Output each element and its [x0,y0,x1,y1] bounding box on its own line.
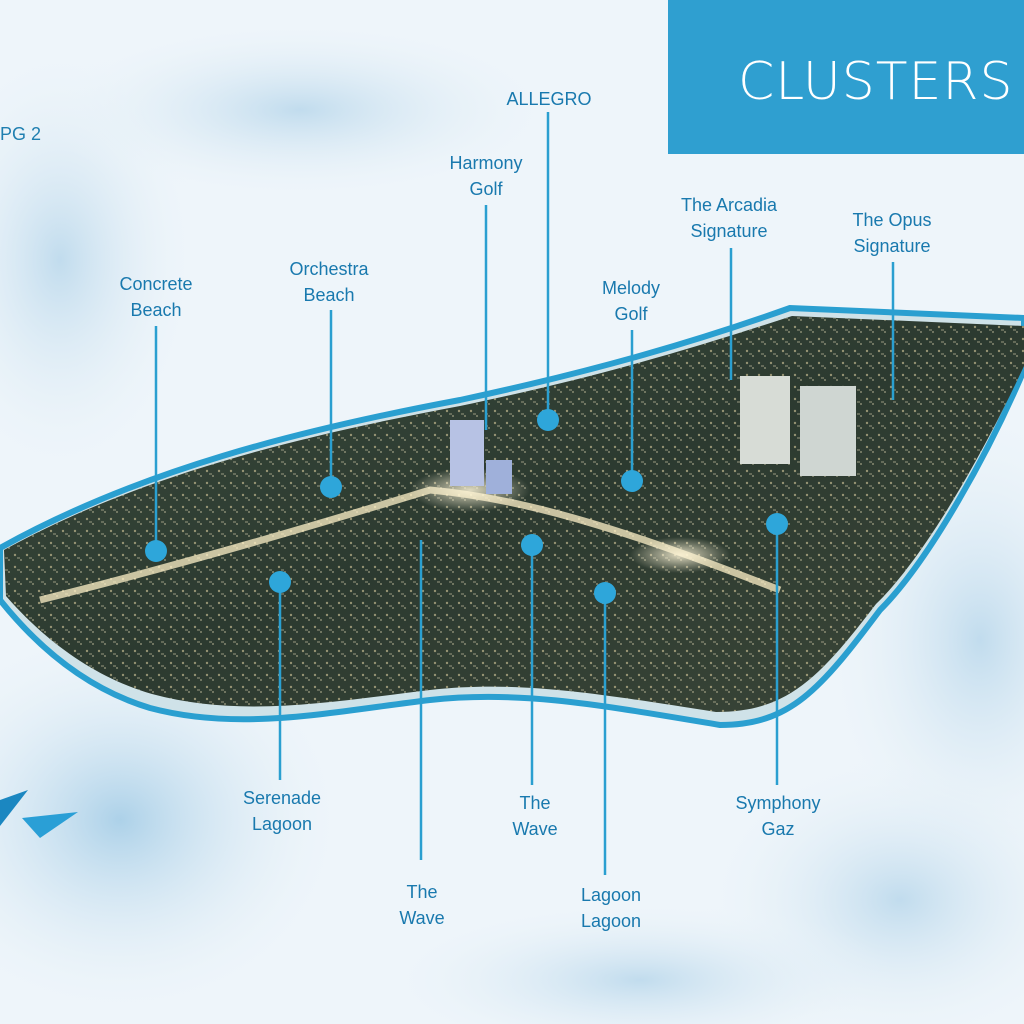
marker-dot-the-wave-2[interactable] [521,534,543,556]
marker-dot-orchestra-beach[interactable] [320,476,342,498]
marker-dot-lagoon-lagoon[interactable] [594,582,616,604]
marker-dot-symphony-gaz[interactable] [766,513,788,535]
marker-dot-serenade-lagoon[interactable] [269,571,291,593]
edge-label: PG 2 [0,124,42,144]
leader-lines [154,112,895,875]
marker-dots [145,409,788,604]
clusters-banner: CLUSTERS [668,0,1024,154]
label-allegro: ALLEGRO [506,89,592,109]
tower-group-arcadia [740,376,856,476]
marker-dot-melody-golf[interactable] [621,470,643,492]
marker-dot-concrete-beach[interactable] [145,540,167,562]
marker-dot-allegro[interactable] [537,409,559,431]
tower-group-harmony [450,420,512,494]
banner-title: CLUSTERS [738,52,1014,112]
